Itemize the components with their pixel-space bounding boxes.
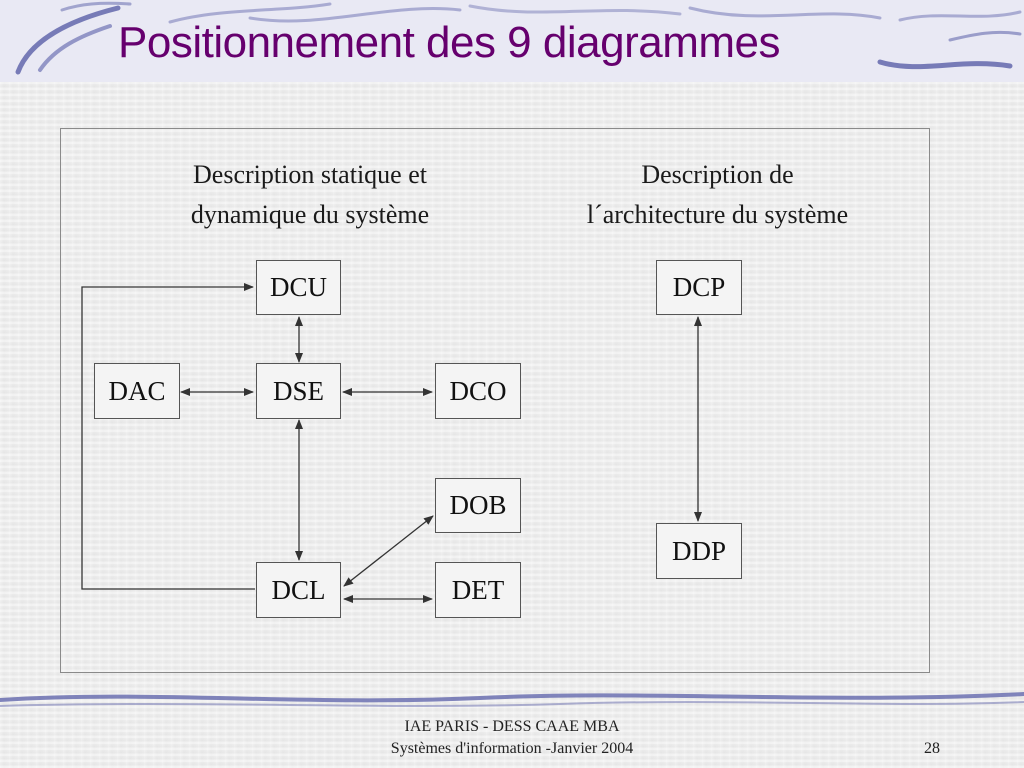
node-dcp: DCP — [656, 260, 742, 315]
heading-architecture: Description de l´architecture du système — [545, 155, 890, 235]
heading-right-line1: Description de — [641, 160, 794, 189]
heading-left-line1: Description statique et — [193, 160, 427, 189]
node-ddp: DDP — [656, 523, 742, 579]
divider-swirl-2 — [0, 701, 1024, 707]
heading-right-line2: l´architecture du système — [586, 200, 849, 229]
node-dcl: DCL — [256, 562, 341, 618]
footer-line1: IAE PARIS - DESS CAAE MBA — [404, 718, 620, 735]
swirl-top-left-2 — [38, 24, 112, 72]
swirl-top-left-3 — [60, 1, 132, 12]
node-dob: DOB — [435, 478, 521, 533]
title-band — [0, 0, 1024, 82]
link-dcl-dob — [343, 515, 434, 587]
divider-swirl-1 — [0, 692, 1024, 703]
swirl-top-4 — [688, 6, 882, 20]
swirl-top-2 — [248, 7, 462, 23]
swirl-top-3 — [468, 4, 682, 16]
node-dco: DCO — [435, 363, 521, 419]
slide-title: Positionnement des 9 diagrammes — [118, 18, 780, 67]
swirl-top-1 — [168, 2, 332, 24]
node-dcu: DCU — [256, 260, 341, 315]
diagram-frame — [60, 128, 930, 673]
heading-static-dynamic: Description statique et dynamique du sys… — [150, 155, 470, 235]
page-number: 28 — [924, 740, 940, 757]
node-dse: DSE — [256, 363, 341, 419]
swirl-top-right-3 — [898, 10, 1022, 22]
footer-line2: Systèmes d'information -Janvier 2004 — [390, 740, 634, 757]
link-dcl-dcu-loop — [81, 283, 255, 590]
swirl-top-right-1 — [877, 59, 1013, 70]
swirl-top-left-1 — [15, 5, 121, 75]
node-det: DET — [435, 562, 521, 618]
swirl-top-right-2 — [948, 30, 1022, 42]
heading-left-line2: dynamique du système — [190, 200, 430, 229]
node-dac: DAC — [94, 363, 180, 419]
